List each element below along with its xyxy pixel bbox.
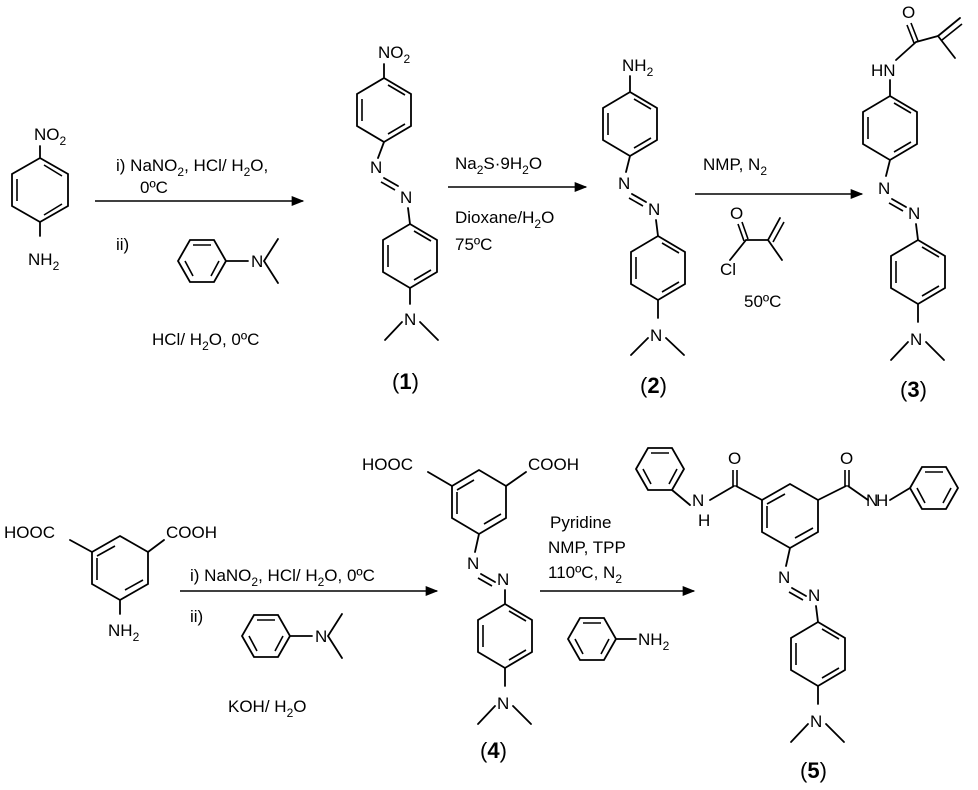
svg-text:N: N — [370, 158, 382, 177]
amine-group-label-2: NH2 — [108, 621, 140, 644]
svg-text:N: N — [692, 491, 704, 510]
svg-text:COOH: COOH — [528, 455, 579, 474]
reaction-1-step-i: i) NaNO2, HCl/ H2O, — [116, 156, 268, 179]
dimethylaniline-reagent-2: N — [240, 613, 343, 659]
compound-3-label: (3) — [900, 377, 927, 402]
reaction-1-step-ii: ii) — [116, 235, 129, 254]
compound-2-amine-label: NH2 — [622, 56, 654, 79]
aminoisophthalic-acid: HOOC COOH NH2 — [4, 523, 217, 644]
reaction-2-reagent: Na2S·9H2O — [455, 154, 542, 177]
svg-text:HOOC: HOOC — [4, 523, 55, 542]
svg-text:N: N — [650, 326, 662, 345]
reaction-2-conditions: Na2S·9H2O Dioxane/H2O 75ºC — [448, 154, 588, 254]
compound-1-label: (1) — [392, 369, 419, 394]
svg-text:N: N — [648, 200, 660, 219]
svg-text:N: N — [866, 491, 878, 510]
compound-1-nitro-label: NO2 — [378, 43, 411, 66]
svg-text:O: O — [902, 3, 915, 22]
svg-text:H: H — [698, 511, 710, 530]
svg-text:N: N — [315, 627, 327, 646]
compound-5-structure: N H O O N H N N N (5) — [634, 447, 960, 783]
svg-text:N: N — [878, 179, 890, 198]
reaction-1-temperature: 0ºC — [140, 178, 168, 197]
aniline-reagent: NH2 — [566, 617, 670, 661]
reaction-2-temperature: 75ºC — [455, 235, 492, 254]
compound-4-label: (4) — [480, 738, 507, 763]
reaction-4-base-conditions: KOH/ H2O — [228, 697, 306, 720]
reaction-1-conditions: i) NaNO2, HCl/ H2O, 0ºC ii) N HCl/ H2O, … — [95, 156, 305, 353]
svg-text:N: N — [497, 570, 509, 589]
svg-text:N: N — [467, 554, 479, 573]
svg-text:O: O — [730, 204, 743, 223]
svg-text:N: N — [810, 712, 822, 731]
svg-text:N: N — [908, 204, 920, 223]
svg-text:Cl: Cl — [720, 260, 736, 279]
svg-text:N: N — [910, 330, 922, 349]
compound-3-structure: O HN N N N (3) — [862, 3, 963, 402]
nitro-group-label: NO2 — [34, 125, 67, 148]
svg-text:N: N — [808, 586, 820, 605]
reaction-3-temperature: 50ºC — [744, 292, 781, 311]
compound-5-label: (5) — [800, 758, 827, 783]
compound-2-structure: NH2 N N N (2) — [602, 56, 686, 398]
svg-text:N: N — [251, 252, 263, 271]
reaction-1-acid-conditions: HCl/ H2O, 0ºC — [152, 330, 259, 353]
reaction-5-base: Pyridine — [550, 513, 611, 532]
amine-group-label: NH2 — [28, 250, 60, 273]
reaction-3-solvent: NMP, N2 — [703, 155, 767, 178]
aniline-amine-label: NH2 — [638, 630, 670, 653]
compound-4-structure: HOOC COOH N N N (4) — [362, 455, 579, 763]
svg-text:N: N — [404, 310, 416, 329]
svg-text:N: N — [497, 694, 509, 713]
p-nitroaniline: NO2 NH2 — [11, 125, 69, 273]
svg-text:H: H — [876, 491, 888, 510]
svg-text:N: N — [400, 188, 412, 207]
svg-text:N: N — [778, 568, 790, 587]
reaction-4-conditions: i) NaNO2, HCl/ H2O, 0ºC ii) N KOH/ H2O — [180, 566, 439, 720]
svg-text:N: N — [618, 174, 630, 193]
svg-text:O: O — [840, 449, 853, 468]
reaction-2-solvent: Dioxane/H2O — [455, 208, 554, 231]
reaction-5-reagents: NMP, TPP — [548, 538, 626, 557]
compound-2-label: (2) — [640, 373, 667, 398]
dimethylaniline-reagent-1: N — [176, 238, 279, 284]
methacryloyl-chloride-reagent: O Cl — [720, 204, 785, 279]
reaction-4-step-i: i) NaNO2, HCl/ H2O, 0ºC — [190, 566, 375, 589]
svg-text:HN: HN — [871, 61, 896, 80]
reaction-3-conditions: NMP, N2 O Cl 50ºC — [695, 155, 864, 311]
compound-1-structure: NO2 N N N (1) — [356, 43, 439, 394]
reaction-5-conditions: Pyridine NMP, TPP 110ºC, N2 NH2 — [540, 513, 696, 661]
svg-text:COOH: COOH — [166, 523, 217, 542]
reaction-4-step-ii: ii) — [190, 607, 203, 626]
svg-text:HOOC: HOOC — [362, 455, 413, 474]
svg-text:O: O — [728, 449, 741, 468]
reaction-5-temperature: 110ºC, N2 — [548, 563, 622, 586]
